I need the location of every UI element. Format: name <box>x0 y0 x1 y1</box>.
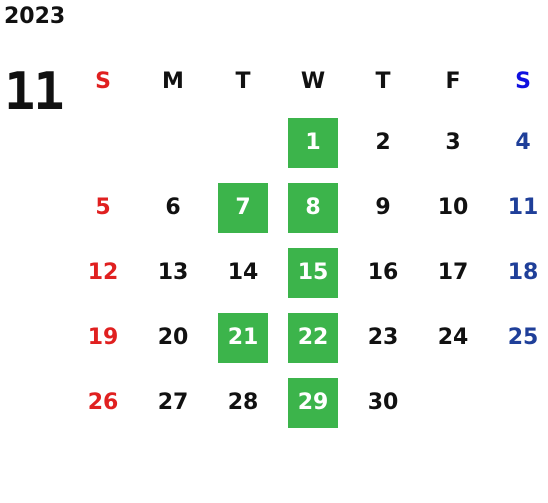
weekday-sat: S <box>515 68 531 94</box>
weekday-tue: T <box>235 68 251 94</box>
day-cell[interactable]: 24 <box>437 325 469 350</box>
weekday-wed: W <box>300 68 326 94</box>
day-cell[interactable]: 15 <box>278 240 348 305</box>
day-cell <box>208 110 278 175</box>
day-cell[interactable]: 22 <box>278 305 348 370</box>
day-cell[interactable]: 7 <box>208 175 278 240</box>
day-cell[interactable]: 30 <box>367 390 399 415</box>
weekday-mon: M <box>162 68 184 94</box>
day-cell <box>488 370 548 435</box>
day-cell[interactable]: 28 <box>227 390 259 415</box>
day-cell[interactable]: 10 <box>437 195 469 220</box>
month-number: 11 <box>4 62 65 122</box>
day-cell[interactable]: 23 <box>367 325 399 350</box>
day-cell[interactable]: 1 <box>278 110 348 175</box>
day-cell[interactable]: 17 <box>437 260 469 285</box>
day-cell <box>138 110 208 175</box>
day-cell[interactable]: 11 <box>507 195 539 220</box>
year-label: 2023 <box>4 4 66 29</box>
day-cell[interactable]: 8 <box>278 175 348 240</box>
weekday-thu: T <box>375 68 391 94</box>
day-cell[interactable]: 20 <box>157 325 189 350</box>
day-cell[interactable]: 18 <box>507 260 539 285</box>
day-cell[interactable]: 29 <box>278 370 348 435</box>
day-cell[interactable]: 9 <box>375 195 391 220</box>
day-cell[interactable]: 2 <box>375 130 391 155</box>
day-cell[interactable]: 21 <box>208 305 278 370</box>
day-cell[interactable]: 26 <box>87 390 119 415</box>
weekday-sun: S <box>95 68 111 94</box>
day-cell[interactable]: 19 <box>87 325 119 350</box>
weekday-fri: F <box>445 68 461 94</box>
day-cell <box>418 370 488 435</box>
day-cell[interactable]: 4 <box>515 130 531 155</box>
day-cell[interactable]: 16 <box>367 260 399 285</box>
day-cell[interactable]: 6 <box>165 195 181 220</box>
day-cell[interactable]: 25 <box>507 325 539 350</box>
day-cell[interactable]: 27 <box>157 390 189 415</box>
day-cell[interactable]: 14 <box>227 260 259 285</box>
day-cell <box>68 110 138 175</box>
calendar-grid: S M T W T F S 1 2 3 4 5 6 7 8 9 10 11 12… <box>68 52 548 435</box>
day-cell[interactable]: 12 <box>87 260 119 285</box>
day-cell[interactable]: 5 <box>95 195 111 220</box>
day-cell[interactable]: 13 <box>157 260 189 285</box>
day-cell[interactable]: 3 <box>445 130 461 155</box>
